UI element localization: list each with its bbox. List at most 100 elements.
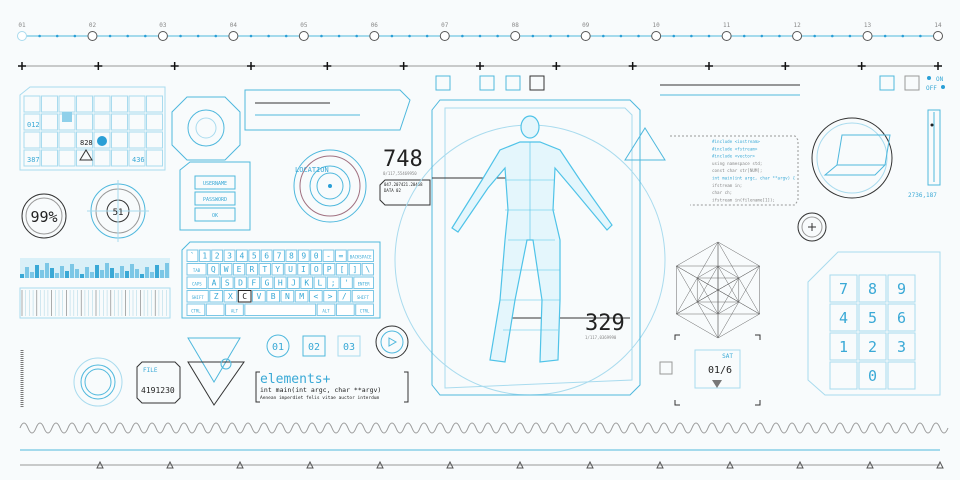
keyboard-key[interactable] (273, 249, 285, 262)
keyboard-key[interactable] (186, 249, 199, 262)
keyboard-key[interactable] (340, 276, 353, 289)
keypad-key[interactable] (858, 274, 887, 303)
key-label: D (238, 279, 243, 288)
keypad-key[interactable] (829, 274, 858, 303)
keyboard-key[interactable] (207, 263, 220, 276)
vertical-slider[interactable] (927, 109, 941, 186)
timeline-node[interactable] (792, 31, 803, 41)
password-field[interactable] (194, 191, 236, 206)
keyboard-key[interactable] (297, 249, 310, 262)
keyboard-key[interactable] (266, 290, 280, 303)
keyboard-key[interactable] (361, 263, 375, 276)
channel-button[interactable] (302, 335, 326, 357)
timeline-label: 07 (441, 22, 449, 29)
keyboard-key[interactable] (186, 276, 208, 289)
keypad-key[interactable] (887, 303, 916, 332)
timeline-node[interactable] (510, 31, 521, 41)
keyboard-key[interactable] (223, 249, 236, 262)
keyboard-key[interactable] (186, 303, 206, 316)
timeline-node[interactable] (721, 31, 732, 41)
keyboard-key[interactable] (294, 290, 309, 303)
keypad-key[interactable] (858, 303, 887, 332)
channel-button[interactable] (337, 335, 361, 357)
keyboard-key[interactable] (347, 249, 374, 262)
keyboard-key[interactable] (198, 249, 211, 262)
keypad-key[interactable] (858, 361, 887, 390)
keyboard-key[interactable] (351, 290, 375, 303)
username-field[interactable] (194, 175, 236, 190)
keyboard-key[interactable] (211, 249, 224, 262)
keyboard-key[interactable] (355, 303, 375, 316)
keyboard-key[interactable] (223, 290, 238, 303)
keyboard-key[interactable] (244, 303, 317, 316)
keyboard-key[interactable] (284, 263, 297, 276)
ok-button[interactable] (194, 207, 236, 222)
keyboard-key[interactable] (260, 249, 273, 262)
channel-button[interactable] (266, 334, 290, 358)
toggle[interactable]: ON OFF (879, 75, 945, 92)
keyboard-key[interactable] (247, 276, 261, 289)
keyboard-key[interactable] (209, 290, 224, 303)
keyboard-key[interactable] (310, 249, 323, 262)
timeline-node[interactable] (87, 31, 98, 41)
key-label: 2 (215, 252, 220, 261)
keyboard-key[interactable] (335, 303, 355, 316)
keyboard-key[interactable] (252, 290, 266, 303)
keyboard-key[interactable] (271, 263, 284, 276)
timeline-node[interactable] (157, 31, 168, 41)
timeline-node[interactable] (369, 31, 380, 41)
keypad-key[interactable] (829, 303, 858, 332)
keypad-key[interactable] (829, 361, 858, 390)
keyboard-key[interactable] (186, 263, 207, 276)
keyboard-key[interactable] (348, 263, 362, 276)
keyboard-key[interactable] (285, 249, 298, 262)
keyboard-key[interactable] (313, 276, 327, 289)
keyboard-key[interactable] (335, 263, 349, 276)
timeline-node[interactable] (228, 31, 239, 41)
keyboard-key[interactable] (300, 276, 314, 289)
keyboard-key[interactable] (280, 290, 295, 303)
keyboard-key[interactable] (322, 249, 335, 262)
keyboard-key[interactable] (337, 290, 352, 303)
cross-mark (170, 62, 179, 70)
keyboard-key[interactable] (219, 263, 233, 276)
keyboard-key[interactable] (248, 249, 261, 262)
keyboard-key[interactable] (245, 263, 259, 276)
keyboard-key[interactable] (237, 290, 252, 303)
keyboard-key[interactable] (323, 290, 337, 303)
keypad-key[interactable] (887, 274, 916, 303)
keypad-key[interactable] (887, 332, 916, 361)
keyboard-key[interactable] (273, 276, 287, 289)
timeline-node[interactable] (651, 31, 662, 41)
keyboard-key[interactable] (186, 290, 209, 303)
keyboard-key[interactable] (205, 303, 225, 316)
keypad-key[interactable] (887, 361, 916, 390)
timeline-node[interactable] (862, 31, 873, 41)
keyboard-key[interactable] (225, 303, 244, 316)
keyboard-key[interactable] (326, 276, 340, 289)
timeline-node[interactable] (439, 31, 450, 41)
keypad-key[interactable] (829, 332, 858, 361)
keyboard-key[interactable] (310, 263, 323, 276)
timeline-node[interactable] (933, 31, 943, 41)
keyboard-key[interactable] (235, 249, 248, 262)
keyboard-key[interactable] (260, 276, 274, 289)
key-label: R (250, 265, 255, 274)
keyboard-key[interactable] (258, 263, 271, 276)
timeline-node[interactable] (17, 31, 27, 41)
timeline-node[interactable] (298, 31, 309, 41)
keyboard-key[interactable] (334, 249, 347, 262)
keyboard-key[interactable] (234, 276, 247, 289)
keyboard-key[interactable] (308, 290, 323, 303)
keyboard-key[interactable] (287, 276, 300, 289)
timeline-node[interactable] (580, 31, 591, 41)
keyboard-key[interactable] (232, 263, 246, 276)
keyboard-key[interactable] (353, 276, 374, 289)
keyboard-key[interactable] (316, 303, 336, 316)
keyboard-key[interactable] (297, 263, 310, 276)
keyboard-key[interactable] (220, 276, 234, 289)
cross-mark (934, 62, 942, 70)
keyboard-key[interactable] (322, 263, 336, 276)
keypad-key[interactable] (858, 332, 887, 361)
keyboard-key[interactable] (207, 276, 221, 289)
